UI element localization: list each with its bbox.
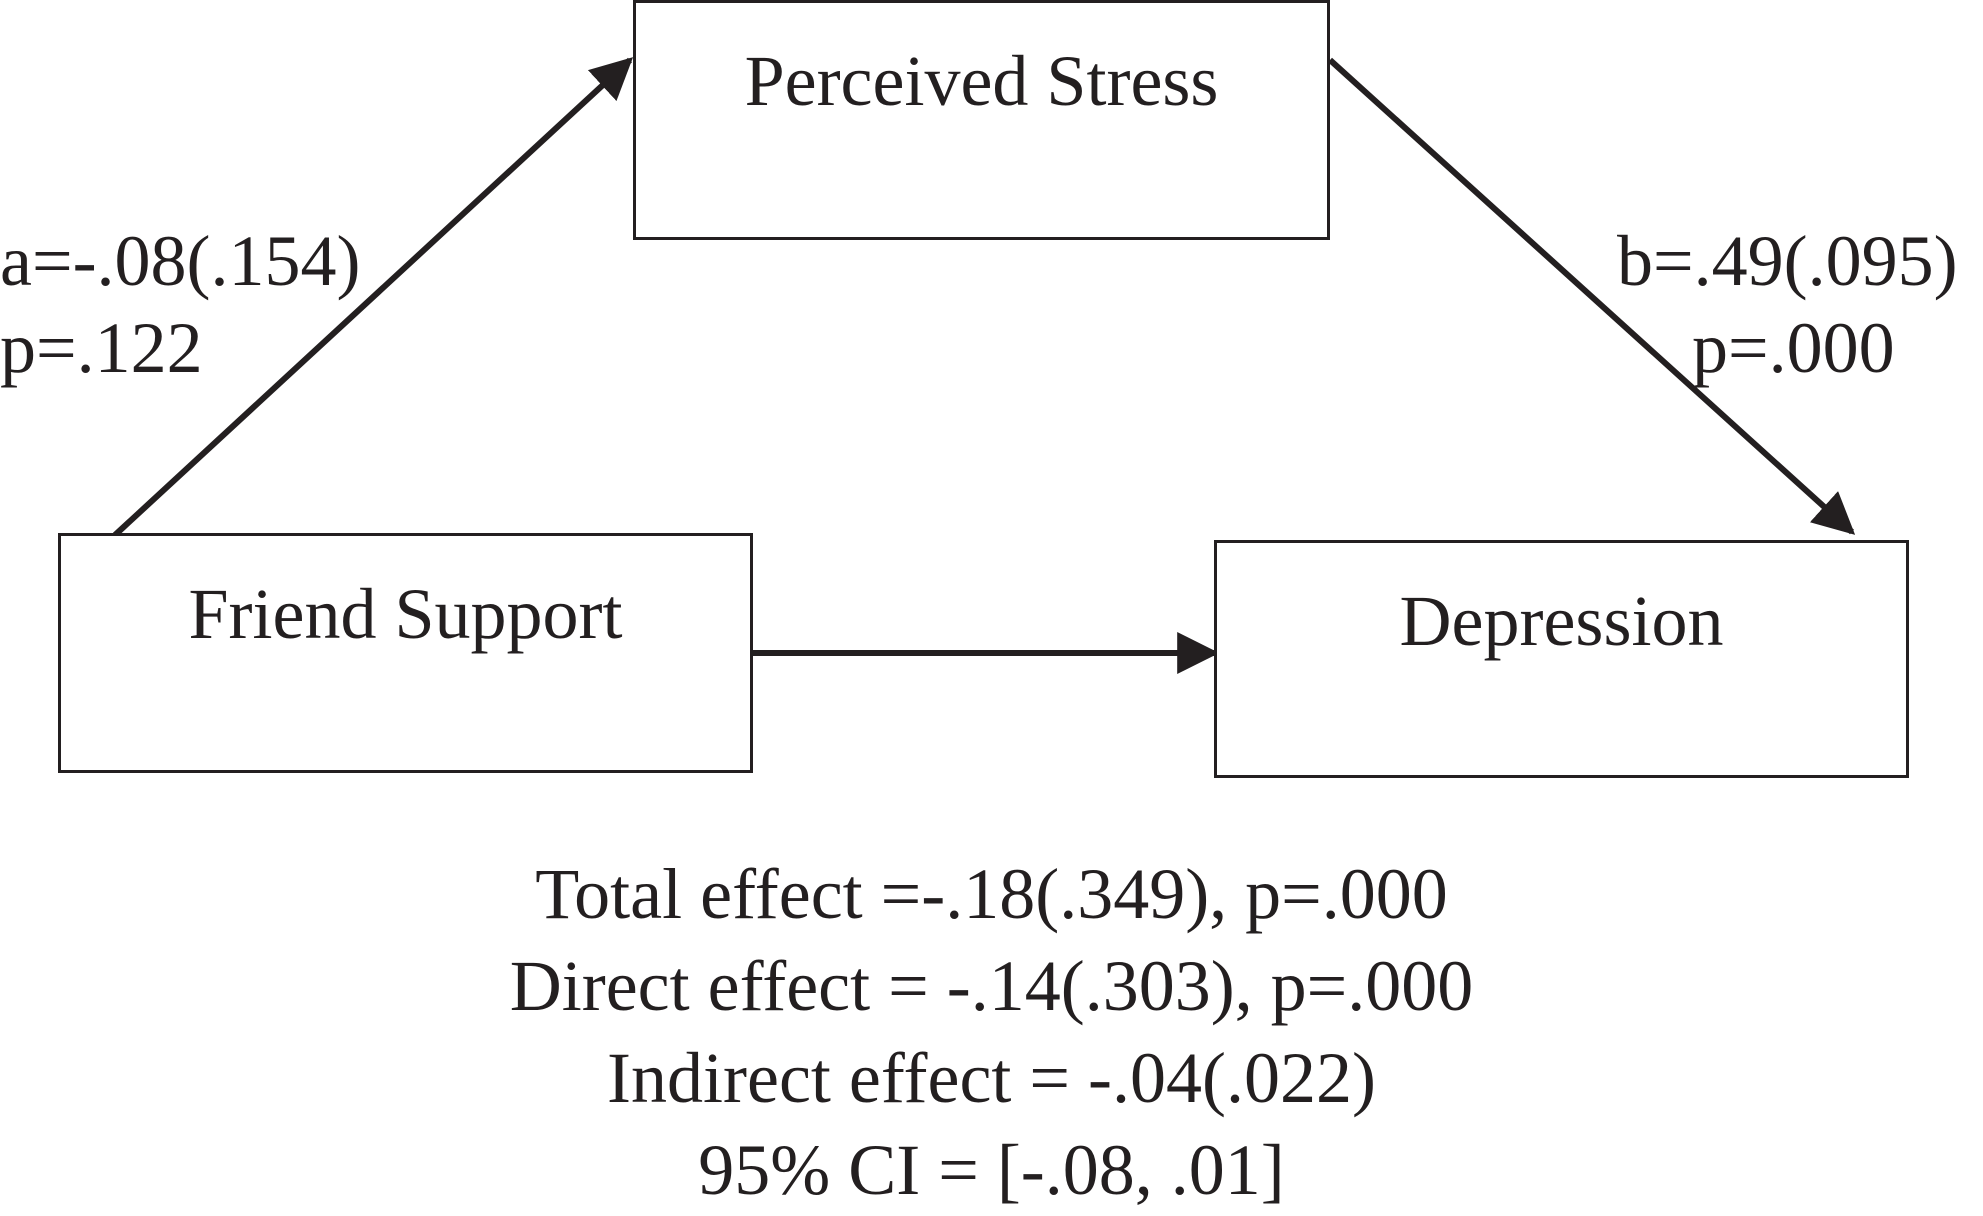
indirect-effect: Indirect effect = -.04(.022) [607, 1038, 1376, 1118]
friend-support-label: Friend Support [188, 574, 623, 654]
path-a-pvalue: p=.122 [0, 308, 203, 388]
path-b-arrow [1327, 57, 1856, 535]
effects-summary: Total effect =-.18(.349), p=.000 Direct … [0, 848, 1983, 1216]
path-b-coefficient: b=.49(.095) [1617, 221, 1958, 301]
depression-label: Depression [1399, 581, 1724, 661]
friend-support-box: Friend Support [58, 533, 753, 773]
direct-effect: Direct effect = -.14(.303), p=.000 [509, 946, 1474, 1026]
confidence-interval: 95% CI = [-.08, .01] [698, 1130, 1285, 1210]
path-a-coefficient: a=-.08(.154) [0, 221, 361, 301]
path-b-pvalue: p=.000 [1692, 308, 1895, 388]
perceived-stress-label: Perceived Stress [744, 41, 1219, 121]
depression-box: Depression [1214, 540, 1909, 778]
path-a-arrow [112, 57, 634, 538]
perceived-stress-box: Perceived Stress [633, 0, 1330, 240]
total-effect: Total effect =-.18(.349), p=.000 [535, 854, 1448, 934]
